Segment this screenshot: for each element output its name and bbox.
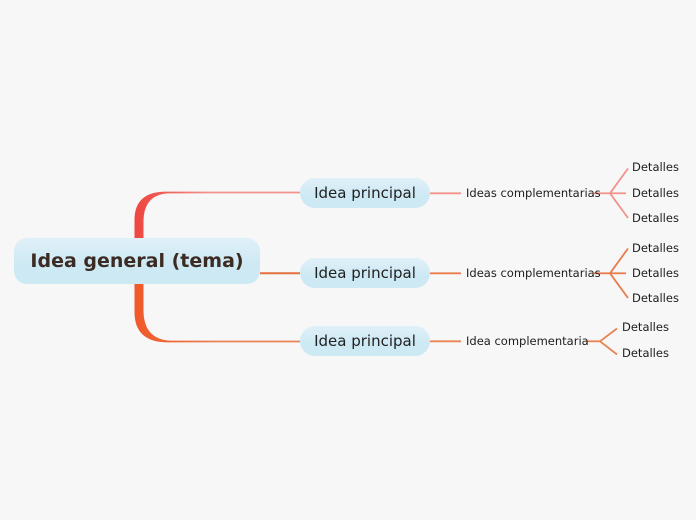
root-node-label: Idea general (tema) [30, 250, 244, 272]
branch-1-fork-down-line [609, 192, 629, 219]
root-node[interactable]: Idea general (tema) [14, 238, 260, 284]
detail-label-1-1[interactable]: Detalles [632, 160, 679, 174]
detail-label-2-2[interactable]: Detalles [632, 266, 679, 280]
branch-2-fork-down-line [609, 272, 629, 299]
branch-3-trunk-connector [134, 281, 300, 343]
main-idea-node-1[interactable]: Idea principal [300, 178, 430, 208]
detail-label-3-1[interactable]: Detalles [622, 320, 669, 334]
detail-label-3-2[interactable]: Detalles [622, 346, 669, 360]
branch-3-fork-up-line [599, 327, 618, 343]
sub-idea-label-3[interactable]: Idea complementaria [466, 334, 589, 348]
main-idea-label-3: Idea principal [314, 332, 416, 350]
main-idea-node-3[interactable]: Idea principal [300, 326, 430, 356]
sub-idea-label-2[interactable]: Ideas complementarias [466, 266, 601, 280]
detail-label-1-2[interactable]: Detalles [632, 186, 679, 200]
main-idea-label-1: Idea principal [314, 184, 416, 202]
detail-label-2-3[interactable]: Detalles [632, 291, 679, 305]
main-idea-label-2: Idea principal [314, 264, 416, 282]
sub-idea-label-1[interactable]: Ideas complementarias [466, 186, 601, 200]
branch-2-sub-connectors [430, 247, 629, 299]
branch-3-sub-connectors [430, 327, 618, 356]
branch-2-fork-up-line [609, 247, 629, 274]
branch-1-fork-up-line [609, 167, 629, 194]
branch-1-trunk-connector [134, 191, 300, 240]
branch-3-fork-down-line [599, 340, 618, 356]
main-idea-node-2[interactable]: Idea principal [300, 258, 430, 288]
branch-1-sub-connectors [430, 167, 629, 219]
detail-label-2-1[interactable]: Detalles [632, 241, 679, 255]
detail-label-1-3[interactable]: Detalles [632, 211, 679, 225]
